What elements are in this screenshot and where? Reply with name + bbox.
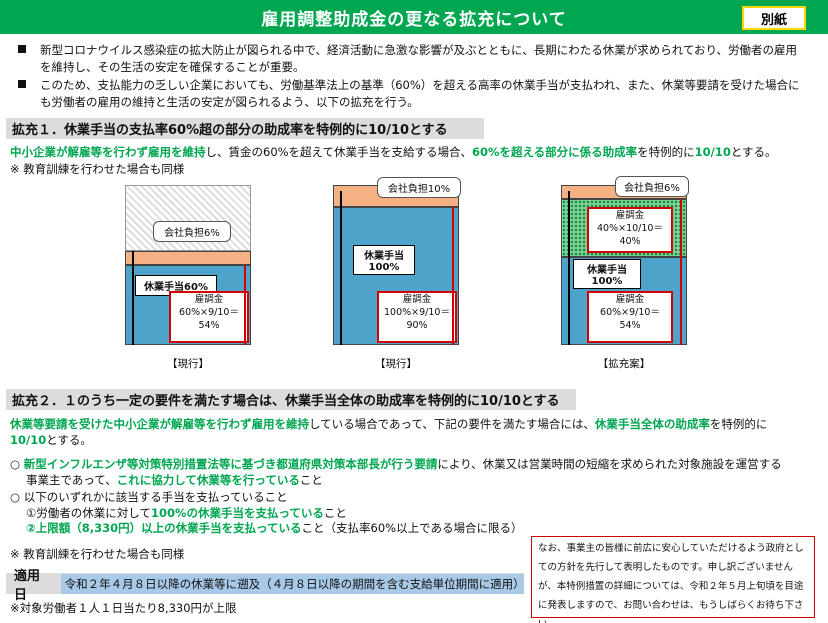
c2b-text: こと（支払率60%以上である場合に限る） xyxy=(301,521,523,535)
s1-text-3: とする。 xyxy=(730,145,777,159)
attachment-tag: 別紙 xyxy=(742,6,806,30)
c1-text: により、休業又は営業時間の短縮を求められた対象施設を運営する xyxy=(437,457,782,471)
arrow-line xyxy=(132,251,134,345)
c2a-text: ①労働者の休業に対して xyxy=(26,506,151,520)
s1-text-1: し、賃金の60%を超えて休業手当を支給する場合、 xyxy=(205,145,472,159)
caption-2: 【現行】 xyxy=(375,358,417,370)
condition-2a: ①労働者の休業に対して100%の休業手当を支払っていること xyxy=(26,505,347,521)
c1b-text-2: こと xyxy=(299,473,323,487)
subsidy-box-top: 雇調金 40%×10/10＝ 40% xyxy=(587,207,673,253)
allowance-label: 休業手当 100% xyxy=(573,259,641,289)
condition-2: ○ 以下のいずれかに該当する手当を支払っていること xyxy=(10,490,288,504)
section1-body: 中小企業が解雇等を行わず雇用を維持し、賃金の60%を超えて休業手当を支給する場合… xyxy=(10,144,822,160)
red-arrow-line xyxy=(244,265,246,345)
arrow-line xyxy=(340,191,342,345)
s2-green-2: 休業手当全体の助成率 xyxy=(594,417,710,431)
c2a-green: 100%の休業手当を支払っている xyxy=(150,506,324,520)
s1-green-3: 10/10 xyxy=(694,145,731,159)
s1-text-2: を特例的に xyxy=(637,145,695,159)
square-bullet-icon xyxy=(18,45,26,53)
subsidy-box: 雇調金 60%×9/10＝ 54% xyxy=(169,291,249,343)
red-arrow-line xyxy=(680,199,682,345)
intro-text-1: 新型コロナウイルス感染症の拡大防止が図られる中で、経済活動に急激な影響が及ぶとと… xyxy=(40,43,798,74)
caption-1: 【現行】 xyxy=(167,358,209,370)
s1-green-1: 中小企業が解雇等を行わず雇用を維持 xyxy=(10,145,206,159)
c2a-text-2: こと xyxy=(323,506,347,520)
section2-note: ※ 教育訓練を行わせた場合も同様 xyxy=(10,547,185,561)
intro-text-2: このため、支払能力の乏しい企業においても、労働基準法上の基準（60%）を超える高… xyxy=(40,78,800,109)
section2-heading: 拡充２．１のうち一定の要件を満たす場合は、休業手当全体の助成率を特例的に10/1… xyxy=(6,389,576,410)
square-bullet-icon xyxy=(18,80,26,88)
red-arrow-line xyxy=(452,207,454,345)
s2-text-3: とする。 xyxy=(46,433,92,447)
notice-box: なお、事業主の皆様に前広に安心していただけるよう政府としての方針を先行して表明し… xyxy=(531,536,815,623)
circle-bullet: ○ xyxy=(10,457,24,471)
c2b-green: ②上限額（8,330円）以上の休業手当を支払っている xyxy=(26,521,302,535)
subsidy-box: 雇調金 100%×9/10＝ 90% xyxy=(377,291,457,343)
condition-1: ○ 新型インフルエンザ等対策特別措置法等に基づき都道府県対策本部長が行う要請によ… xyxy=(10,456,782,472)
apply-label: 適用日 xyxy=(14,568,41,603)
arrow-line xyxy=(568,191,570,345)
apply-text: 令和２年４月８日以降の休業等に遡及（４月８日以降の期間を含む支給単位期間に適用） xyxy=(60,573,525,594)
company-burden-band xyxy=(125,251,251,265)
company-burden-bubble: 会社負担6% xyxy=(615,176,689,197)
s2-text-2: を特例的に xyxy=(709,417,768,431)
footer-note: ※対象労働者１人１日当たり8,330円が上限 xyxy=(10,601,237,615)
s1-green-2: 60%を超える部分に係る助成率 xyxy=(471,145,638,159)
intro-bullet-2: このため、支払能力の乏しい企業においても、労働基準法上の基準（60%）を超える高… xyxy=(18,77,808,111)
page-title: 雇用調整助成金の更なる拡充について xyxy=(0,0,828,34)
condition-2b: ②上限額（8,330円）以上の休業手当を支払っていること（支払率60%以上である… xyxy=(26,520,523,536)
diagram-current-60: 会社負担6% 休業手当60% 雇調金 60%×9/10＝ 54% xyxy=(125,185,251,345)
s2-green-1: 休業等要請を受けた中小企業が解雇等を行わず雇用を維持 xyxy=(10,417,309,431)
c1b-green: これに協力して休業等を行っている xyxy=(116,473,300,487)
condition-1b: 事業主であって、これに協力して休業等を行っていること xyxy=(26,472,323,488)
c1-green: 新型インフルエンザ等対策特別措置法等に基づき都道府県対策本部長が行う要請 xyxy=(23,457,438,471)
c1b-text: 事業主であって、 xyxy=(26,473,117,487)
s2-text-1: している場合であって、下記の要件を満たす場合には、 xyxy=(309,417,595,431)
section2-body-1: 休業等要請を受けた中小企業が解雇等を行わず雇用を維持している場合であって、下記の… xyxy=(10,416,767,432)
section1-heading: 拡充１．休業手当の支払率60%超の部分の助成率を特例的に10/10とする xyxy=(6,118,484,139)
caption-3: 【拡充案】 xyxy=(597,358,651,370)
apply-date-bar: 適用日 令和２年４月８日以降の休業等に遡及（４月８日以降の期間を含む支給単位期間… xyxy=(6,569,525,603)
s2-green-3: 10/10 xyxy=(10,433,47,447)
allowance-label: 休業手当 100% xyxy=(353,245,415,275)
intro-bullet-1: 新型コロナウイルス感染症の拡大防止が図られる中で、経済活動に急激な影響が及ぶとと… xyxy=(18,42,808,76)
diagram-current-100: 会社負担10% 休業手当 100% 雇調金 100%×9/10＝ 90% xyxy=(333,177,461,345)
section2-body-2: 10/10とする。 xyxy=(10,432,92,448)
section1-note: ※ 教育訓練を行わせた場合も同様 xyxy=(10,162,185,176)
subsidy-box: 雇調金 60%×9/10＝ 54% xyxy=(587,291,673,343)
company-burden-bubble: 会社負担6% xyxy=(153,221,231,242)
diagram-expansion: 会社負担6% 雇調金 40%×10/10＝ 40% 休業手当 100% 雇調金 … xyxy=(561,176,689,345)
company-burden-bubble: 会社負担10% xyxy=(377,177,461,198)
